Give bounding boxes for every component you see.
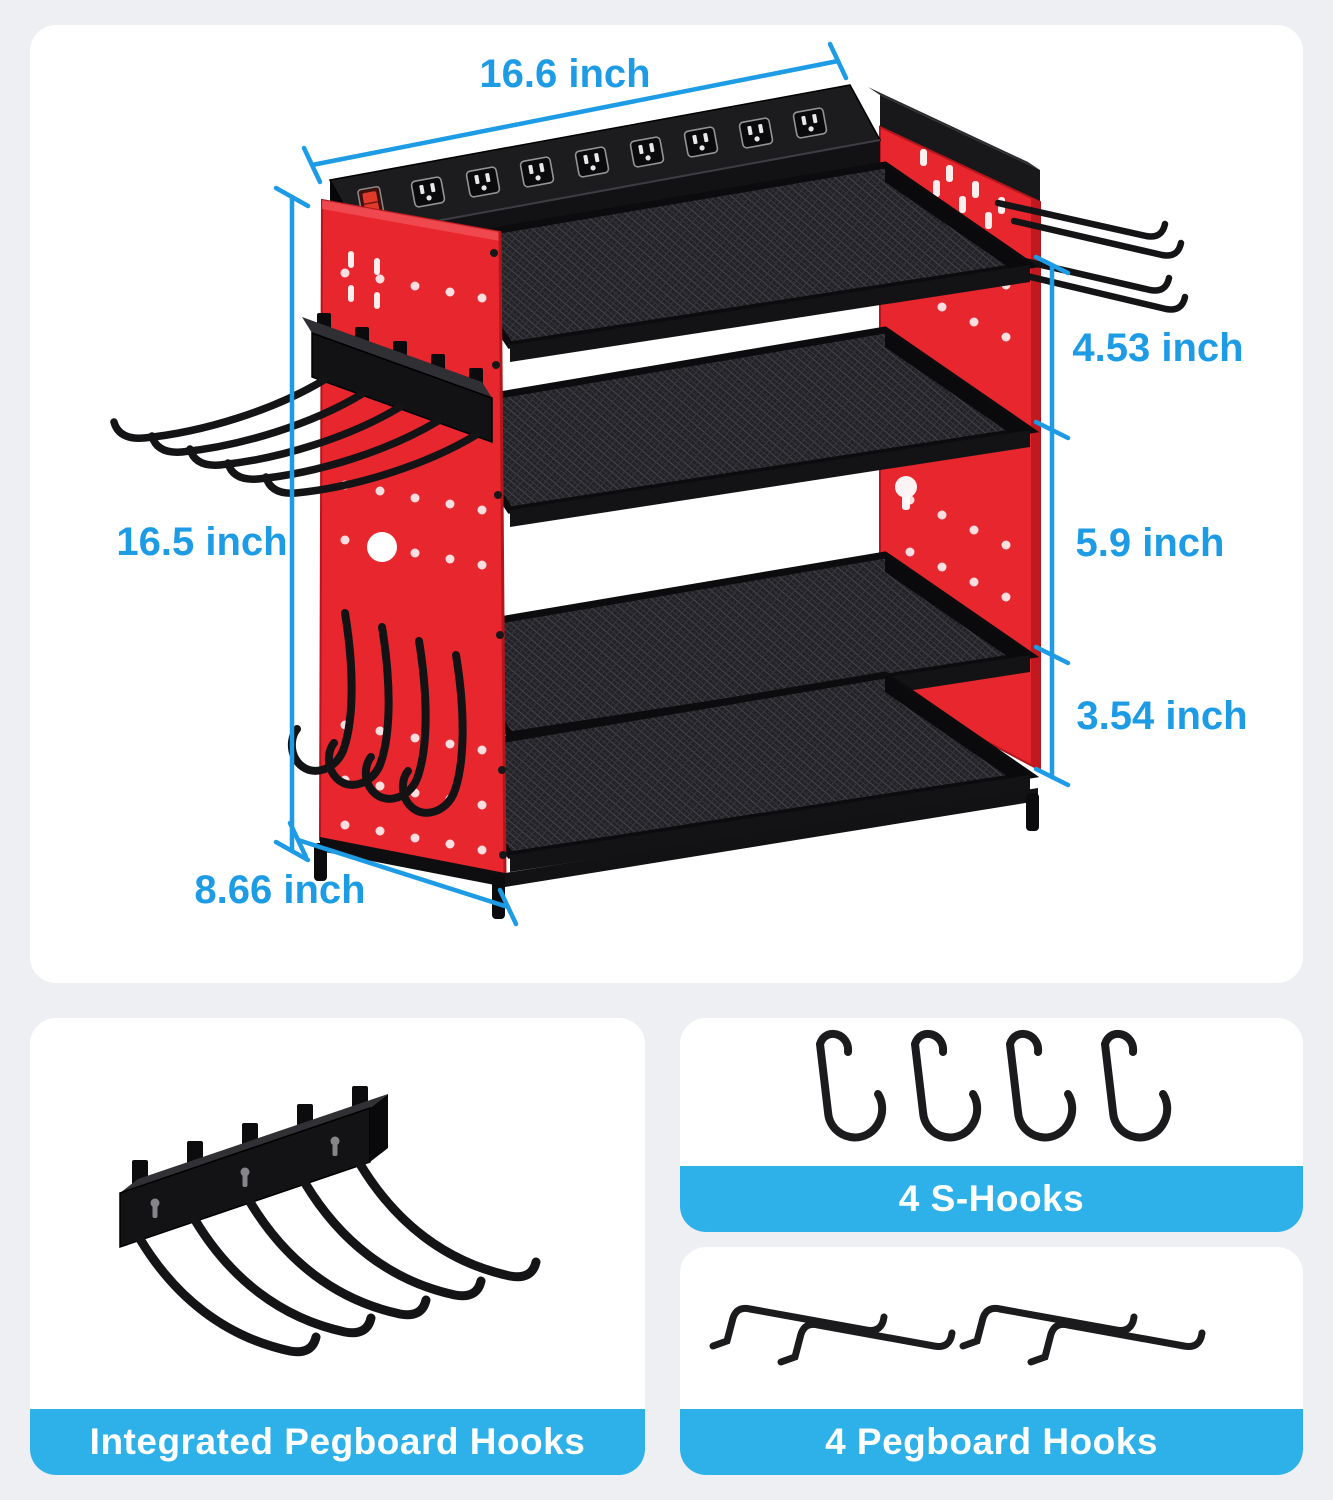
dimension-label-gap-top: 4.53 inch	[1072, 326, 1243, 370]
dimension-lines	[273, 41, 1071, 927]
s-hooks-card: 4 S-Hooks	[680, 1018, 1303, 1232]
pegboard-hooks	[709, 1304, 1206, 1366]
shelves	[434, 161, 1040, 872]
right-panel-slot-holes	[920, 149, 1005, 229]
outlet	[792, 107, 828, 139]
integrated-hooks-card: Integrated Pegboard Hooks	[30, 1018, 645, 1475]
integrated-hooks-label: Integrated Pegboard Hooks	[89, 1421, 586, 1462]
bracket-top-face	[120, 1094, 388, 1193]
dimension-label-gap-bottom: 3.54 inch	[1076, 694, 1247, 738]
integrated-hook-bracket	[110, 313, 493, 497]
left-panel-hanging-hole	[367, 532, 397, 562]
bracket-prongs	[110, 376, 480, 497]
outlet	[574, 146, 610, 178]
outlet	[465, 166, 501, 198]
dimension-label-width: 16.6 inch	[479, 52, 650, 96]
dimension-label-gap-middle: 5.9 inch	[1076, 521, 1225, 565]
left-panel-pegboard-holes	[340, 268, 487, 855]
outlets	[410, 107, 828, 208]
tool-organizer-illustration: 16.6 inch 16.5 inch 8.66 inch 4.53 inch …	[110, 41, 1248, 927]
bracket-end-face	[370, 1094, 388, 1162]
left-panel-slot-holes	[348, 251, 380, 309]
s-hooks-illustration	[815, 1029, 1172, 1142]
outlet	[410, 176, 446, 208]
s-hooks-banner: 4 S-Hooks	[680, 1166, 1303, 1232]
pegboard-hooks-label: 4 Pegboard Hooks	[825, 1421, 1158, 1462]
s-hooks-label: 4 S-Hooks	[898, 1178, 1085, 1219]
outlet	[683, 126, 719, 158]
bracket-prongs	[135, 1159, 541, 1357]
installed-pegboard-hooks	[994, 199, 1189, 313]
shelf-2	[434, 326, 1040, 527]
base	[314, 788, 1039, 919]
outlet	[519, 156, 555, 188]
dimension-label-depth: 8.66 inch	[194, 868, 365, 912]
integrated-hooks-illustration	[119, 1086, 541, 1357]
s-hooks	[815, 1029, 1172, 1142]
outlet	[738, 117, 774, 149]
pegboard-hooks-card: 4 Pegboard Hooks	[680, 1247, 1303, 1475]
integrated-hooks-banner: Integrated Pegboard Hooks	[30, 1409, 645, 1475]
dimension-label-height: 16.5 inch	[116, 520, 287, 564]
dimension-annotations: 16.6 inch 16.5 inch 8.66 inch 4.53 inch …	[116, 41, 1248, 927]
left-panel	[318, 198, 507, 877]
bracket-keyhole-slots	[150, 1136, 340, 1218]
main-diagram-card: 16.6 inch 16.5 inch 8.66 inch 4.53 inch …	[30, 25, 1303, 983]
pegboard-hooks-illustration	[709, 1304, 1206, 1366]
outlet	[629, 136, 665, 168]
shelf-4	[434, 671, 1040, 872]
pegboard-hooks-banner: 4 Pegboard Hooks	[680, 1409, 1303, 1475]
